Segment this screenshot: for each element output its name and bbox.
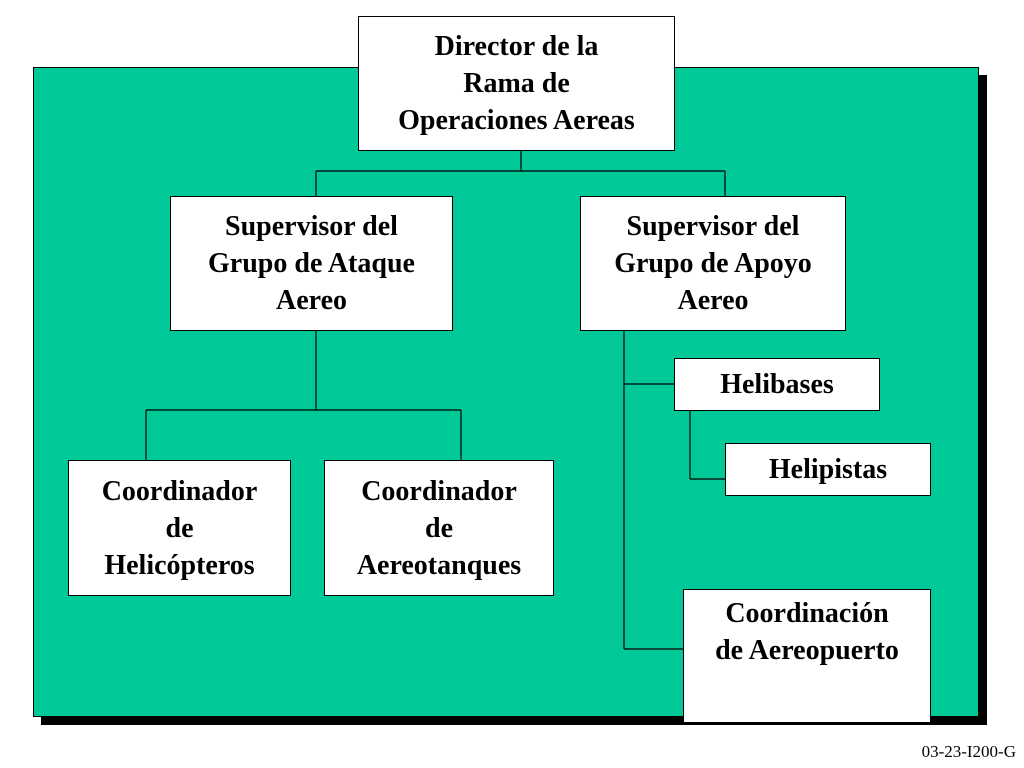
slide-code: 03-23-I200-G	[921, 742, 1016, 761]
helicopter-coordinator-line-2: de	[165, 512, 194, 544]
airtanker-coordinator-box: Coordinador de Aereotanques	[324, 460, 554, 596]
helibases-label: Helibases	[720, 369, 834, 400]
director-line-1: Director de la	[434, 31, 599, 62]
helispots-label: Helipistas	[768, 454, 888, 485]
support-supervisor-line-1: Supervisor del	[626, 211, 800, 242]
support-supervisor-line-3: Aereo	[677, 285, 749, 316]
director-line-2: Rama de	[463, 68, 570, 99]
attack-supervisor-line-2: Grupo de Ataque	[208, 248, 415, 279]
attack-supervisor-line-1: Supervisor del	[225, 211, 398, 242]
helispots-box: Helipistas	[725, 443, 931, 496]
airtanker-coordinator-line-1: Coordinador	[361, 475, 517, 507]
airport-coordination-line-2: de Aereopuerto	[715, 635, 899, 666]
helicopter-coordinator-line-1: Coordinador	[101, 475, 258, 507]
attack-supervisor-box: Supervisor del Grupo de Ataque Aereo	[170, 196, 453, 331]
attack-supervisor-line-3: Aereo	[276, 285, 347, 316]
airtanker-coordinator-line-3: Aereotanques	[356, 549, 522, 581]
director-line-3: Operaciones Aereas	[398, 105, 635, 136]
helicopter-coordinator-box: Coordinador de Helicópteros	[68, 460, 291, 596]
support-supervisor-line-2: Grupo de Apoyo	[614, 248, 812, 279]
support-supervisor-box: Supervisor del Grupo de Apoyo Aereo	[580, 196, 846, 331]
airport-coordination-line-1: Coordinación	[725, 598, 889, 629]
helicopter-coordinator-line-3: Helicópteros	[104, 549, 255, 581]
airport-coordination-box: Coordinación de Aereopuerto	[683, 589, 931, 723]
director-box: Director de la Rama de Operaciones Aerea…	[358, 16, 675, 151]
airtanker-coordinator-line-2: de	[425, 512, 453, 544]
helibases-box: Helibases	[674, 358, 880, 411]
